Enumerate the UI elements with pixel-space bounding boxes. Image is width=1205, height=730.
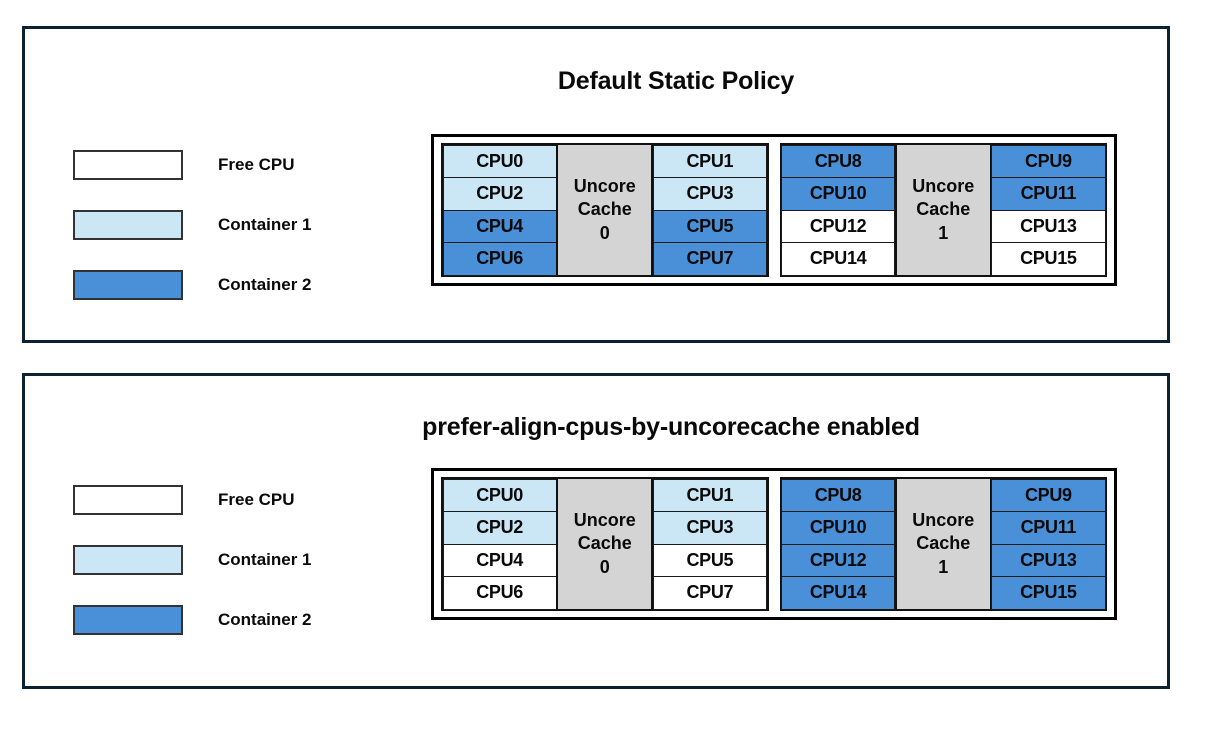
cpu-column-left: CPU0 CPU2 CPU4 CPU6 xyxy=(442,144,557,276)
page-title: prefer-align-cpus-by-uncorecache enabled xyxy=(422,413,920,441)
legend-label-container-1: Container 1 xyxy=(218,550,312,569)
legend-swatch-free-cpu xyxy=(73,485,183,515)
legend-item-free-cpu: Free CPU xyxy=(73,470,312,530)
page-title: Default Static Policy xyxy=(557,67,795,95)
cpu-cell: CPU7 xyxy=(652,242,767,276)
legend-label-free-cpu: Free CPU xyxy=(218,155,295,174)
uncore-cache-index: 1 xyxy=(938,556,949,577)
legend-swatch-container-1 xyxy=(73,210,183,240)
cpu-cell: CPU2 xyxy=(442,511,557,545)
cpu-cell: CPU5 xyxy=(652,543,767,577)
cpu-cell: CPU12 xyxy=(781,209,896,243)
cpu-cell: CPU3 xyxy=(652,511,767,545)
cpu-cell: CPU8 xyxy=(781,144,896,178)
uncore-cache-line-2: Cache xyxy=(916,533,971,554)
cpu-cell: CPU14 xyxy=(781,242,896,276)
cpu-column-right: CPU9 CPU11 CPU13 CPU15 xyxy=(991,144,1106,276)
uncore-cache-line-1: Uncore xyxy=(912,176,975,197)
uncore-cache-line-2: Cache xyxy=(577,533,632,554)
panel-prefer-align-cpus-by-uncorecache: prefer-align-cpus-by-uncorecache enabled… xyxy=(22,373,1170,689)
cpu-cell: CPU4 xyxy=(442,543,557,577)
legend-item-container-1: Container 1 xyxy=(73,195,312,255)
cpu-topology-diagram: CPU0 CPU2 CPU4 CPU6 Uncore Cache 0 CPU1 … xyxy=(431,134,1117,286)
cpu-cell: CPU0 xyxy=(442,144,557,178)
cpu-cell: CPU2 xyxy=(442,177,557,211)
uncore-cache-group-0: CPU0 CPU2 CPU4 CPU6 Uncore Cache 0 CPU1 … xyxy=(441,143,769,277)
cpu-cell: CPU15 xyxy=(991,242,1106,276)
uncore-cache-index: 1 xyxy=(938,222,949,243)
cpu-cell: CPU14 xyxy=(781,576,896,610)
cpu-cell: CPU7 xyxy=(652,576,767,610)
cpu-column-left: CPU8 CPU10 CPU12 CPU14 xyxy=(781,144,896,276)
uncore-cache-group-1: CPU8 CPU10 CPU12 CPU14 Uncore Cache 1 CP… xyxy=(779,477,1107,611)
cpu-cell: CPU6 xyxy=(442,576,557,610)
cpu-cell: CPU15 xyxy=(991,576,1106,610)
cpu-cell: CPU10 xyxy=(781,511,896,545)
legend-item-free-cpu: Free CPU xyxy=(73,135,312,195)
legend-item-container-2: Container 2 xyxy=(73,590,312,650)
cpu-column-right: CPU1 CPU3 CPU5 CPU7 xyxy=(652,478,767,610)
cpu-cell: CPU12 xyxy=(781,543,896,577)
panel-default-static-policy: Default Static Policy Free CPU Container… xyxy=(22,26,1170,343)
legend-swatch-container-2 xyxy=(73,270,183,300)
legend-label-container-1: Container 1 xyxy=(218,215,312,234)
cpu-cell: CPU0 xyxy=(442,478,557,512)
legend: Free CPU Container 1 Container 2 xyxy=(73,470,312,650)
legend-swatch-container-2 xyxy=(73,605,183,635)
cpu-cell: CPU1 xyxy=(652,144,767,178)
cpu-cell: CPU11 xyxy=(991,511,1106,545)
legend-item-container-2: Container 2 xyxy=(73,255,312,315)
cpu-cell: CPU9 xyxy=(991,478,1106,512)
legend-label-container-2: Container 2 xyxy=(218,610,312,629)
cpu-cell: CPU13 xyxy=(991,209,1106,243)
cpu-column-right: CPU9 CPU11 CPU13 CPU15 xyxy=(991,478,1106,610)
uncore-cache-line-2: Cache xyxy=(577,199,632,220)
uncore-cache-line-1: Uncore xyxy=(573,176,636,197)
uncore-cache-label: Uncore Cache 1 xyxy=(894,479,992,609)
cpu-cell: CPU11 xyxy=(991,177,1106,211)
legend-label-free-cpu: Free CPU xyxy=(218,490,295,509)
cpu-column-left: CPU8 CPU10 CPU12 CPU14 xyxy=(781,478,896,610)
cpu-cell: CPU1 xyxy=(652,478,767,512)
legend-label-container-2: Container 2 xyxy=(218,275,312,294)
uncore-cache-line-2: Cache xyxy=(916,199,971,220)
uncore-cache-index: 0 xyxy=(599,556,610,577)
cpu-cell: CPU10 xyxy=(781,177,896,211)
cpu-cell: CPU4 xyxy=(442,209,557,243)
uncore-cache-label: Uncore Cache 0 xyxy=(556,479,654,609)
cpu-column-left: CPU0 CPU2 CPU4 CPU6 xyxy=(442,478,557,610)
cpu-cell: CPU6 xyxy=(442,242,557,276)
cpu-column-right: CPU1 CPU3 CPU5 CPU7 xyxy=(652,144,767,276)
cpu-cell: CPU3 xyxy=(652,177,767,211)
cpu-cell: CPU13 xyxy=(991,543,1106,577)
legend: Free CPU Container 1 Container 2 xyxy=(73,135,312,315)
legend-swatch-free-cpu xyxy=(73,150,183,180)
cpu-cell: CPU9 xyxy=(991,144,1106,178)
uncore-cache-label: Uncore Cache 1 xyxy=(894,145,992,275)
uncore-cache-line-1: Uncore xyxy=(912,510,975,531)
legend-swatch-container-1 xyxy=(73,545,183,575)
uncore-cache-group-0: CPU0 CPU2 CPU4 CPU6 Uncore Cache 0 CPU1 … xyxy=(441,477,769,611)
uncore-cache-group-1: CPU8 CPU10 CPU12 CPU14 Uncore Cache 1 CP… xyxy=(779,143,1107,277)
uncore-cache-index: 0 xyxy=(599,222,610,243)
uncore-cache-line-1: Uncore xyxy=(573,510,636,531)
cpu-cell: CPU8 xyxy=(781,478,896,512)
cpu-topology-diagram: CPU0 CPU2 CPU4 CPU6 Uncore Cache 0 CPU1 … xyxy=(431,468,1117,620)
cpu-cell: CPU5 xyxy=(652,209,767,243)
legend-item-container-1: Container 1 xyxy=(73,530,312,590)
uncore-cache-label: Uncore Cache 0 xyxy=(556,145,654,275)
